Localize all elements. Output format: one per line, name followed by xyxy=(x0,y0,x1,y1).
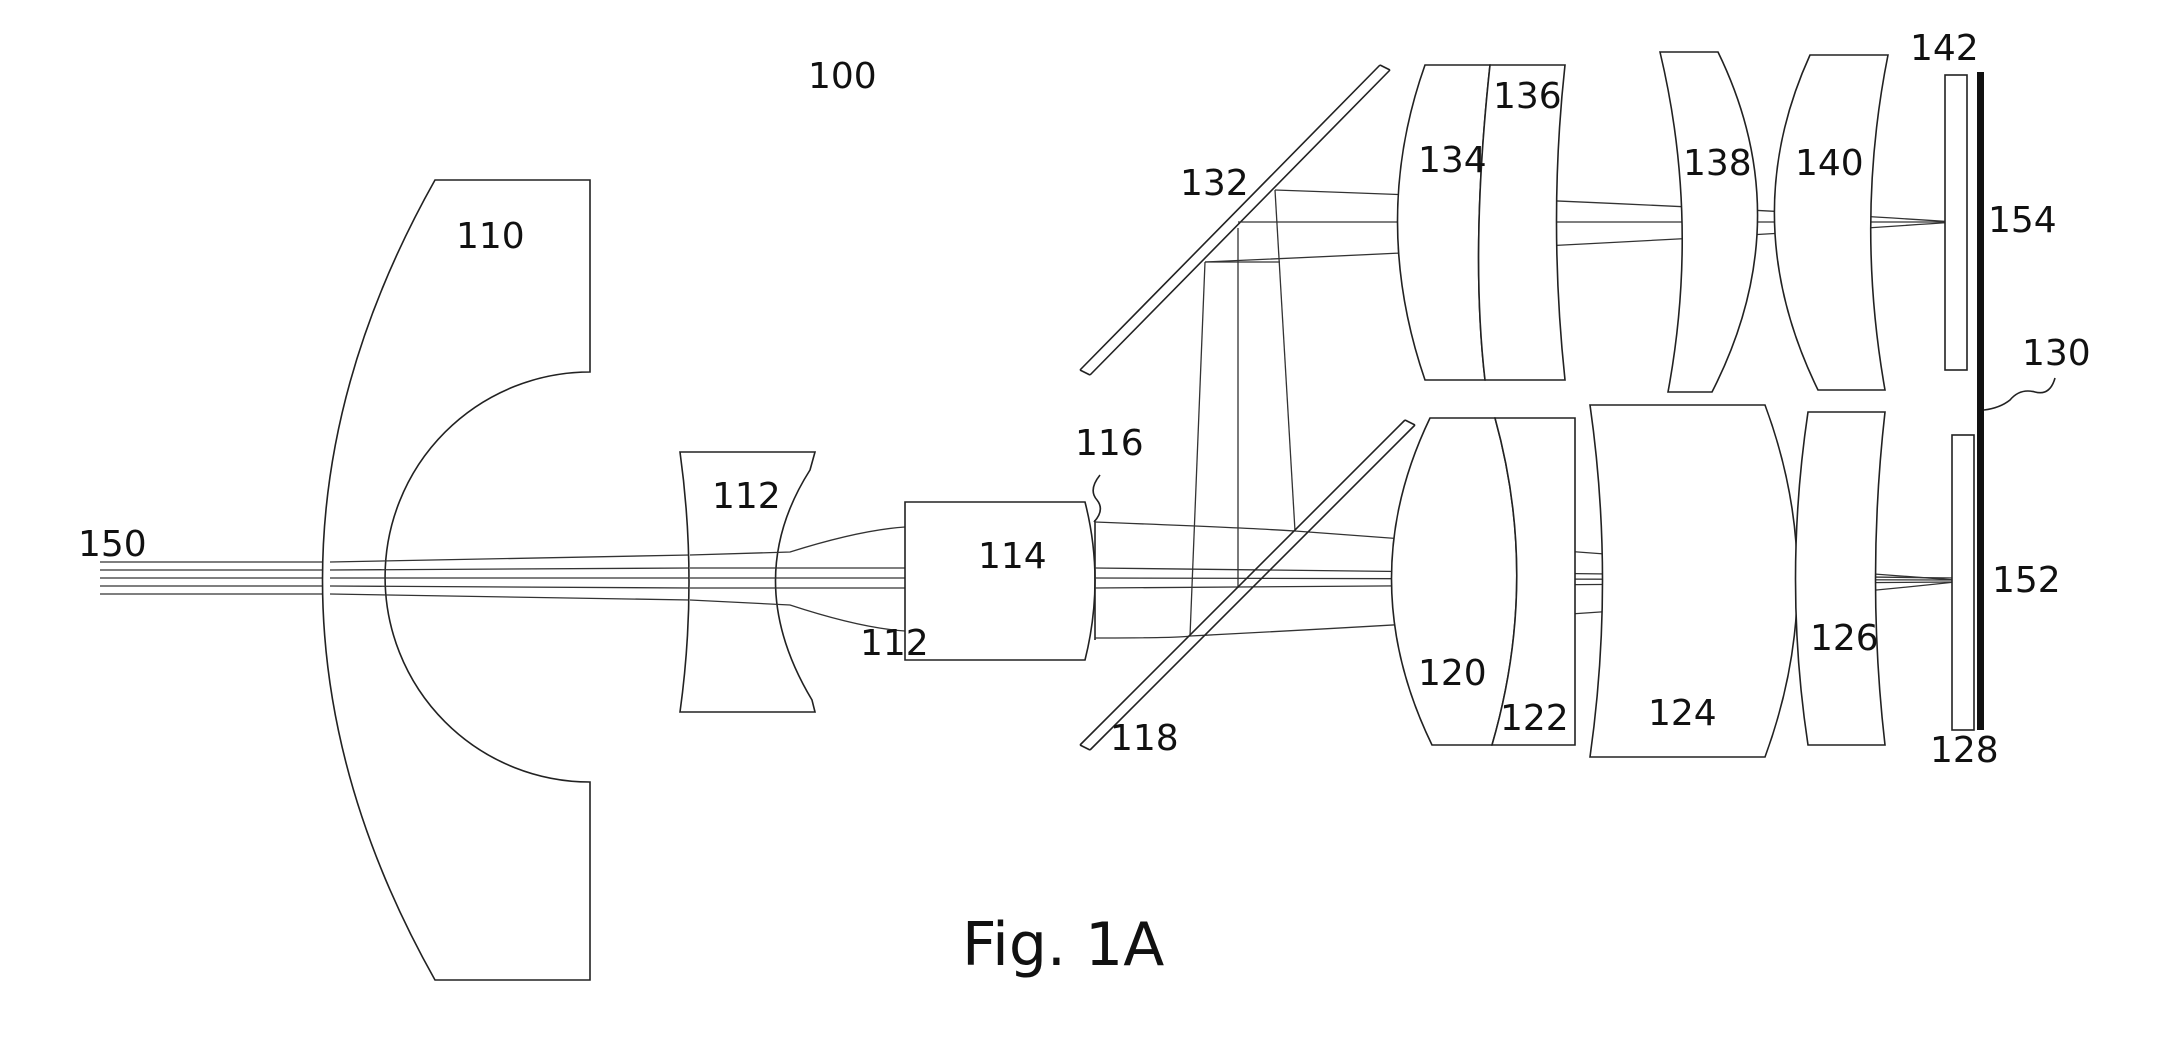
label-136: 136 xyxy=(1493,76,1562,117)
rays-110-112 xyxy=(329,554,691,601)
window-128 xyxy=(1951,434,1975,731)
label-116: 116 xyxy=(1075,423,1144,464)
input-beam-150 xyxy=(100,561,330,595)
label-132: 132 xyxy=(1180,163,1249,204)
lens-124 xyxy=(1589,404,1799,758)
splitter-118 xyxy=(1079,419,1416,751)
sensor-130 xyxy=(1977,72,1984,730)
label-130: 130 xyxy=(2022,333,2091,374)
lens-120 xyxy=(1390,417,1518,746)
label-112-lower: 112 xyxy=(860,623,929,664)
label-112: 112 xyxy=(712,476,781,517)
lens-122 xyxy=(1490,417,1576,746)
label-122: 122 xyxy=(1500,698,1569,739)
label-138: 138 xyxy=(1683,143,1752,184)
lens-114 xyxy=(904,501,1096,661)
front-element-110 xyxy=(321,179,591,981)
splitter-132 xyxy=(1079,64,1391,376)
window-142 xyxy=(1944,74,1968,371)
lens-136 xyxy=(1477,64,1566,381)
label-120: 120 xyxy=(1418,653,1487,694)
figure-caption: Fig. 1A xyxy=(962,910,1164,980)
leader-130 xyxy=(1983,377,2056,411)
label-142: 142 xyxy=(1910,28,1979,69)
label-154: 154 xyxy=(1988,200,2057,241)
lens-112 xyxy=(679,451,817,713)
lens-140 xyxy=(1773,54,1889,391)
rays-118-132 xyxy=(1189,189,1296,637)
lens-126 xyxy=(1794,411,1886,746)
label-150: 150 xyxy=(78,524,147,565)
label-134: 134 xyxy=(1418,140,1487,181)
lens-138 xyxy=(1658,51,1759,393)
label-100: 100 xyxy=(808,56,877,97)
label-110: 110 xyxy=(456,216,525,257)
lens-134 xyxy=(1396,64,1491,381)
label-118: 118 xyxy=(1110,718,1179,759)
label-114: 114 xyxy=(978,536,1047,577)
label-128: 128 xyxy=(1930,730,1999,771)
label-152: 152 xyxy=(1992,560,2061,601)
label-140: 140 xyxy=(1795,143,1864,184)
leader-116 xyxy=(1092,474,1102,523)
label-126: 126 xyxy=(1810,618,1879,659)
label-124: 124 xyxy=(1648,693,1717,734)
